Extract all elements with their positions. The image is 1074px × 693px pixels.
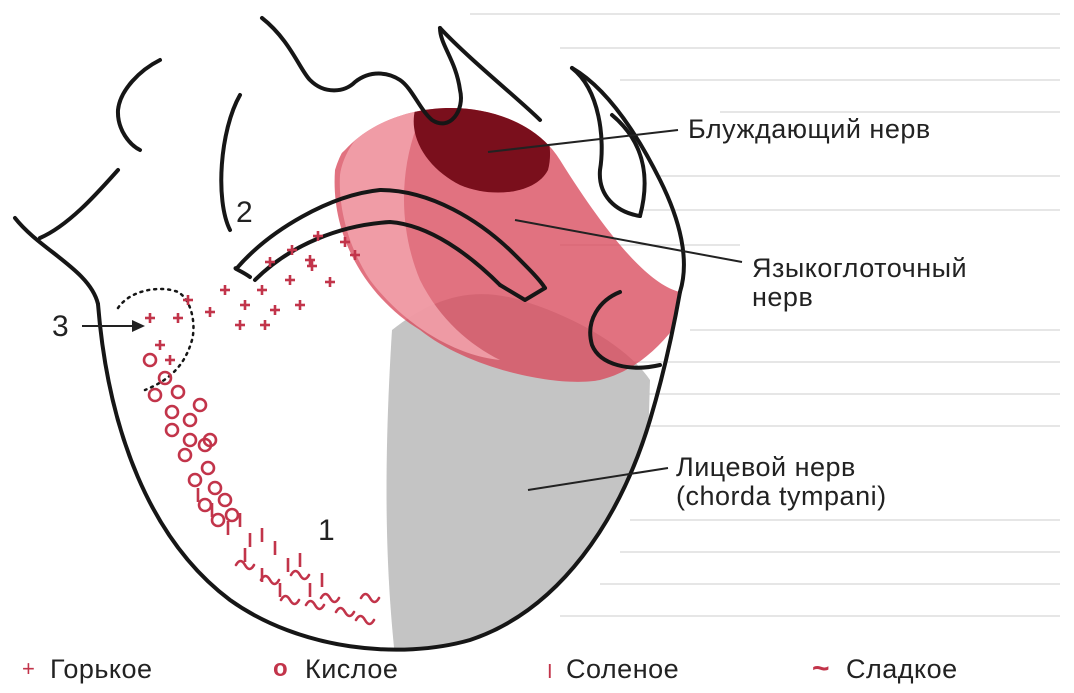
left-tonsil-arch	[40, 170, 118, 238]
label-glossopharyngeal-nerve-line1: Языкоглоточный	[752, 253, 967, 283]
legend-symbol-bitter: +	[22, 656, 35, 681]
foliate-papillae-outline	[118, 289, 193, 390]
legend-symbol-sour: o	[273, 655, 288, 682]
sour-mark	[199, 499, 211, 511]
left-upper-arch	[118, 60, 160, 150]
sour-mark	[184, 414, 196, 426]
sour-mark	[149, 389, 161, 401]
sweet-mark	[281, 596, 299, 604]
legend-label-sour: Кислое	[305, 654, 398, 684]
sweet-mark	[291, 571, 309, 579]
sour-mark	[212, 514, 224, 526]
sour-mark	[194, 399, 206, 411]
sour-mark	[189, 474, 201, 486]
sour-mark	[226, 509, 238, 521]
label-facial-nerve-line2: (chorda tympani)	[676, 481, 887, 511]
sour-mark	[166, 406, 178, 418]
legend-item-sour: o Кислое	[273, 654, 398, 684]
sweet-mark	[361, 594, 379, 602]
sour-mark	[184, 434, 196, 446]
epiglottis-outline	[262, 18, 461, 123]
sour-mark	[202, 462, 214, 474]
sweet-mark	[321, 594, 339, 602]
label-vagus-nerve: Блуждающий нерв	[688, 114, 931, 144]
number-2: 2	[236, 196, 253, 229]
legend-label-salty: Соленое	[566, 654, 679, 684]
label-facial-nerve-line1: Лицевой нерв	[676, 452, 856, 482]
legend-label-bitter: Горькое	[50, 654, 153, 684]
number-3: 3	[52, 310, 69, 343]
arrow-head-3	[132, 320, 145, 332]
posterior-tongue-line	[235, 268, 250, 277]
sour-mark	[166, 424, 178, 436]
legend-symbol-salty: I	[547, 661, 553, 683]
sweet-mark	[356, 616, 374, 624]
label-glossopharyngeal-nerve-line2: нерв	[752, 282, 813, 312]
legend-label-sweet: Сладкое	[846, 654, 958, 684]
number-1: 1	[318, 514, 335, 547]
legend: + Горькое o Кислое I Соленое ~ Сладкое	[22, 652, 958, 685]
sour-mark	[209, 482, 221, 494]
sour-mark	[219, 494, 231, 506]
legend-item-bitter: + Горькое	[22, 654, 153, 684]
legend-symbol-sweet: ~	[812, 652, 830, 685]
sour-mark	[179, 449, 191, 461]
sour-mark	[159, 372, 171, 384]
sour-mark	[172, 386, 184, 398]
sweet-mark	[236, 561, 254, 569]
right-tonsil-arch	[612, 115, 645, 216]
sour-mark	[144, 354, 156, 366]
legend-item-salty: I Соленое	[547, 654, 679, 684]
taste-markers	[144, 231, 379, 624]
sweet-mark	[306, 601, 324, 609]
sweet-mark	[261, 576, 279, 584]
legend-item-sweet: ~ Сладкое	[812, 652, 958, 685]
sweet-mark	[336, 608, 354, 616]
